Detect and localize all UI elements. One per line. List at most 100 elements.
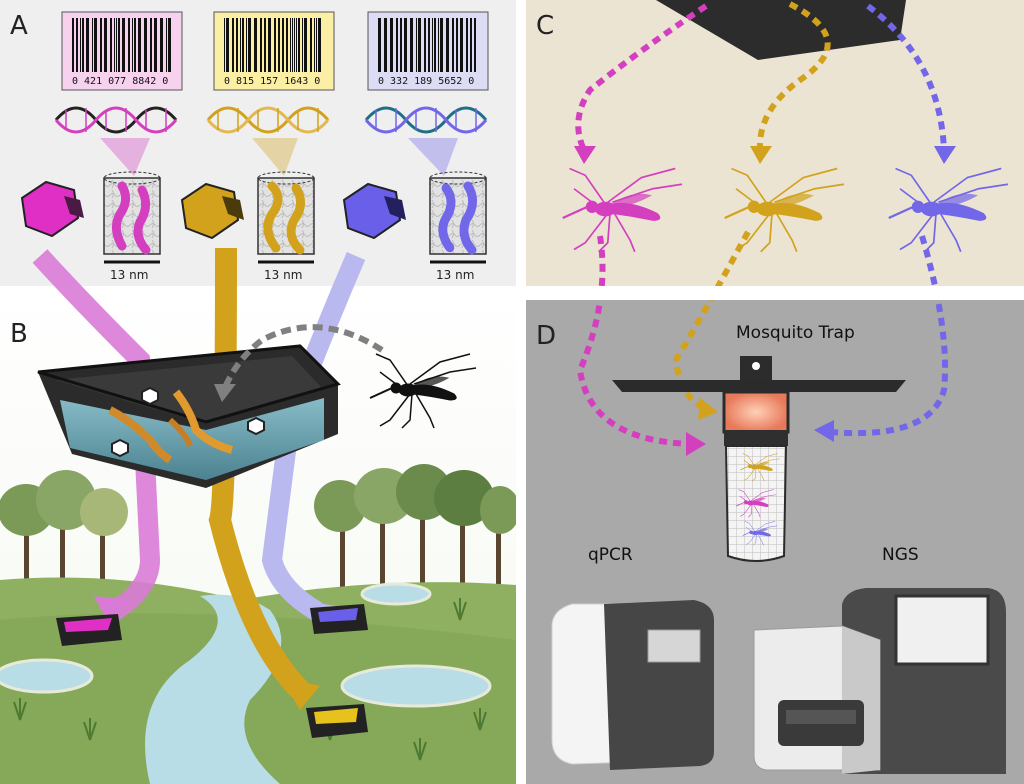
barcode-stripe (76, 18, 78, 72)
flow-arrow-magenta (32, 249, 161, 623)
panel-c: C (526, 0, 1024, 286)
barcode-stripe (460, 18, 463, 72)
barcode-stripe (452, 18, 454, 72)
barcode-stripe (294, 18, 295, 72)
barcode-digits: 0 421 077 8842 0 (72, 76, 168, 87)
scale-bar-label: 13 nm (264, 268, 302, 282)
barcode-stripe (278, 18, 280, 72)
barcode-stripe (144, 18, 147, 72)
barcode-stripe (434, 18, 436, 72)
hexagon-particle-icon (20, 180, 84, 238)
dna-helix-icon (364, 106, 488, 134)
barcode-stripe (400, 18, 402, 72)
barcode-stripe (274, 18, 276, 72)
barcode-stripe (466, 18, 468, 72)
barcode-stripe (260, 18, 262, 72)
barcode-stripe (110, 18, 112, 72)
barcode-stripe (264, 18, 266, 72)
barcode-stripe (378, 18, 381, 72)
barcode-stripe (446, 18, 449, 72)
barcode-stripe (80, 18, 81, 72)
barcode-digits: 0 815 157 1643 0 (224, 76, 320, 87)
barcode-stripe (438, 18, 439, 72)
barcode-stripe (410, 18, 413, 72)
instrument-label-qpcr: qPCR (588, 545, 633, 565)
scale-bar: 13 nm (258, 260, 314, 282)
dashed-arrow-magenta (575, 3, 708, 152)
barcode-stripe (302, 18, 303, 72)
barcode-stripe (316, 18, 317, 72)
hexagon-particle-icon (342, 182, 406, 240)
instrument-label-ngs: NGS (882, 545, 919, 565)
ngs-machine-icon (753, 588, 1006, 774)
barcode-stripe (432, 18, 433, 72)
pond (0, 658, 94, 694)
barcode-stripe (286, 18, 288, 72)
barcode-stripe (122, 18, 125, 72)
dashed-arrow-magenta (576, 235, 691, 447)
barcode-stripe (418, 18, 421, 72)
barcode-stripe (404, 18, 407, 72)
panel-d: D Mosquito Trap qPCR NGS (526, 230, 1024, 784)
barcode-stripe (424, 18, 426, 72)
barcode-stripe (236, 18, 238, 72)
panel-label-b: B (10, 319, 28, 349)
barcode-stripe (304, 18, 307, 72)
dashed-arrow-violet (829, 235, 949, 437)
barcode-icon (378, 18, 476, 72)
barcode-stripe (232, 18, 234, 72)
barcode-stripe (314, 18, 315, 72)
barcode-stripe (474, 18, 476, 72)
pond (360, 582, 432, 606)
zoom-cone (408, 138, 458, 176)
barcode-gold: 0 815 157 1643 0 (213, 11, 335, 91)
trap-icon (612, 356, 906, 562)
barcode-magenta: 0 421 077 8842 0 (61, 11, 183, 91)
scale-bar-label: 13 nm (110, 268, 148, 282)
barcode-stripe (248, 18, 251, 72)
panel-a: A 0 421 077 8842 0 0 815 157 1643 0 0 33… (0, 0, 516, 286)
barcode-stripe (292, 18, 293, 72)
river (145, 594, 282, 784)
barcode-stripe (150, 18, 152, 72)
nanoparticle-cylinder (257, 171, 315, 255)
barcode-stripe (114, 18, 115, 72)
barcode-stripe (268, 18, 271, 72)
panel-b: B (0, 247, 520, 784)
barcode-stripe (456, 18, 458, 72)
barcode-stripe (440, 18, 443, 72)
panel-divider (526, 286, 1024, 300)
panel-label-d: D (536, 321, 556, 351)
scale-bar: 13 nm (430, 260, 486, 282)
tree-icon (0, 464, 520, 590)
barcode-stripe (240, 18, 241, 72)
barcode-stripe (86, 18, 89, 72)
barcode-stripe (224, 18, 225, 72)
barcode-stripe (470, 18, 472, 72)
barcode-stripe (138, 18, 141, 72)
panel-label-a: A (10, 11, 28, 41)
dna-helix-icon (54, 106, 178, 134)
hexagon-particle-icon (180, 182, 244, 240)
barcode-icon (224, 18, 321, 72)
barcode-icon (72, 18, 171, 72)
barcode-stripe (94, 18, 97, 72)
barcode-stripe (166, 18, 167, 72)
barcode-stripe (390, 18, 393, 72)
dna-helix-icon (206, 106, 330, 134)
zoom-cone (100, 138, 150, 176)
barcode-stripe (128, 18, 130, 72)
barcode-stripe (160, 18, 163, 72)
tray-icon (310, 604, 368, 634)
barcode-stripe (246, 18, 247, 72)
barcode-stripe (118, 18, 120, 72)
nanoparticle-cylinder (103, 171, 161, 255)
pond (340, 664, 492, 708)
barcode-violet: 0 332 189 5652 0 (367, 11, 489, 91)
barcode-stripe (116, 18, 117, 72)
barcode-stripe (104, 18, 107, 72)
barcode-stripe (226, 18, 229, 72)
barcode-stripe (282, 18, 284, 72)
zoom-cone (252, 138, 298, 176)
